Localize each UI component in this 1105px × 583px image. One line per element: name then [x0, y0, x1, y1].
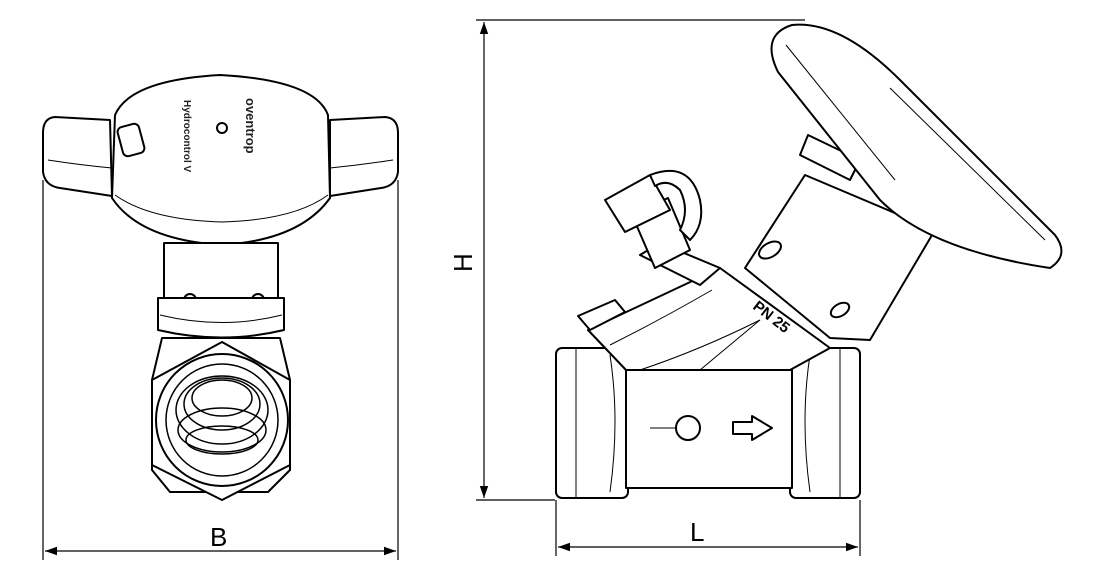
front-body [151, 337, 291, 501]
side-test-port [604, 170, 721, 286]
model-marking: Hydrocontrol V [181, 100, 192, 173]
side-body: PN 25 [555, 267, 861, 499]
dimension-b-label: B [210, 522, 227, 552]
side-bonnet [744, 23, 1063, 341]
front-view: Hydrocontrol V oventrop [42, 74, 399, 560]
side-view: PN 25 [448, 19, 1063, 556]
dimension-l: L [555, 500, 861, 556]
dimension-h-label: H [448, 253, 478, 272]
dimension-h: H [448, 19, 805, 501]
dimension-l-label: L [690, 517, 704, 547]
front-stem [157, 242, 285, 339]
front-handwheel: Hydrocontrol V oventrop [42, 74, 399, 246]
dimension-b: B [42, 180, 399, 560]
brand-marking: oventrop [243, 98, 258, 154]
